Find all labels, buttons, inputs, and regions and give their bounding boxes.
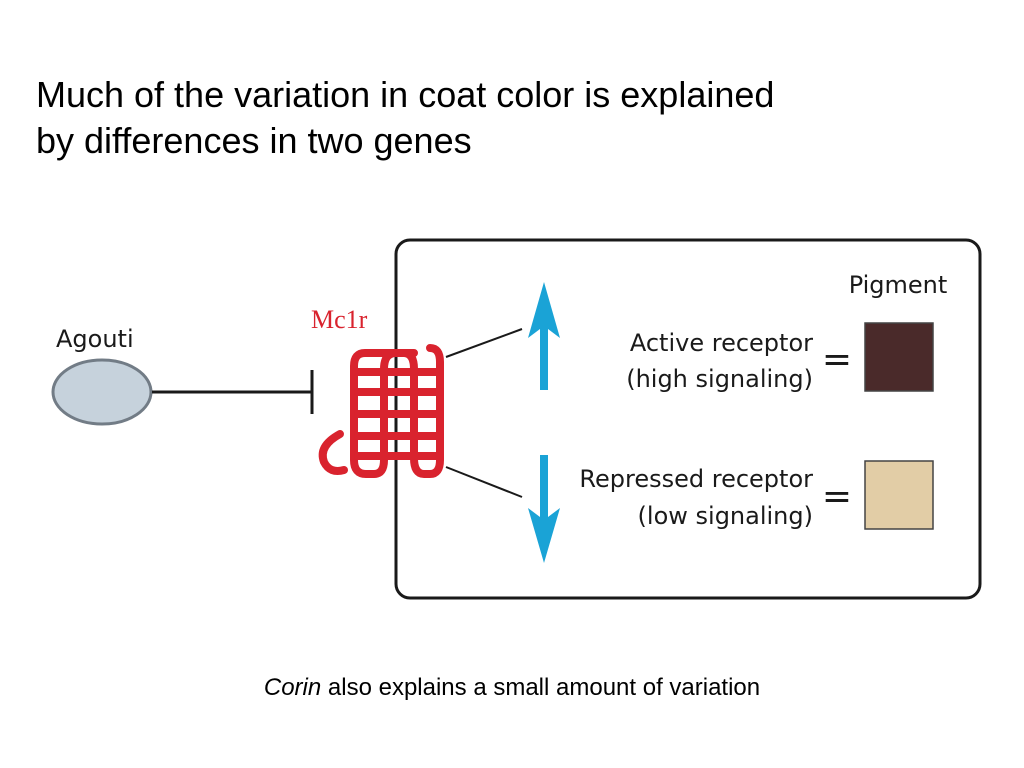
repressed-receptor-label: Repressed receptor [579,465,813,493]
active-receptor-sublabel: (high signaling) [626,365,813,393]
pigment-swatch-light [864,460,934,530]
title-line-1: Much of the variation in coat color is e… [36,74,775,115]
pigment-swatch-dark [864,322,934,392]
caption-text: also explains a small amount of variatio… [321,674,761,701]
arrow-down-icon [528,455,560,563]
slide-caption: Corin also explains a small amount of va… [0,674,1024,702]
equals-sign-repressed: = [822,476,852,517]
agouti-label: Agouti [56,325,134,353]
connector-line-active [445,328,523,358]
cell-box [394,238,982,600]
mc1r-receptor-shape [318,344,444,478]
connector-line-repressed [445,466,523,498]
pigment-header: Pigment [849,271,948,299]
caption-gene-name: Corin [263,674,322,701]
slide-title: Much of the variation in coat color is e… [36,72,936,164]
mc1r-label: Mc1r [311,305,368,334]
agouti-protein-shape [51,358,153,426]
arrow-up-icon [528,282,560,390]
title-line-2: by differences in two genes [36,120,472,161]
repressed-receptor-sublabel: (low signaling) [638,502,813,530]
active-receptor-label: Active receptor [630,329,813,357]
equals-sign-active: = [822,339,852,380]
